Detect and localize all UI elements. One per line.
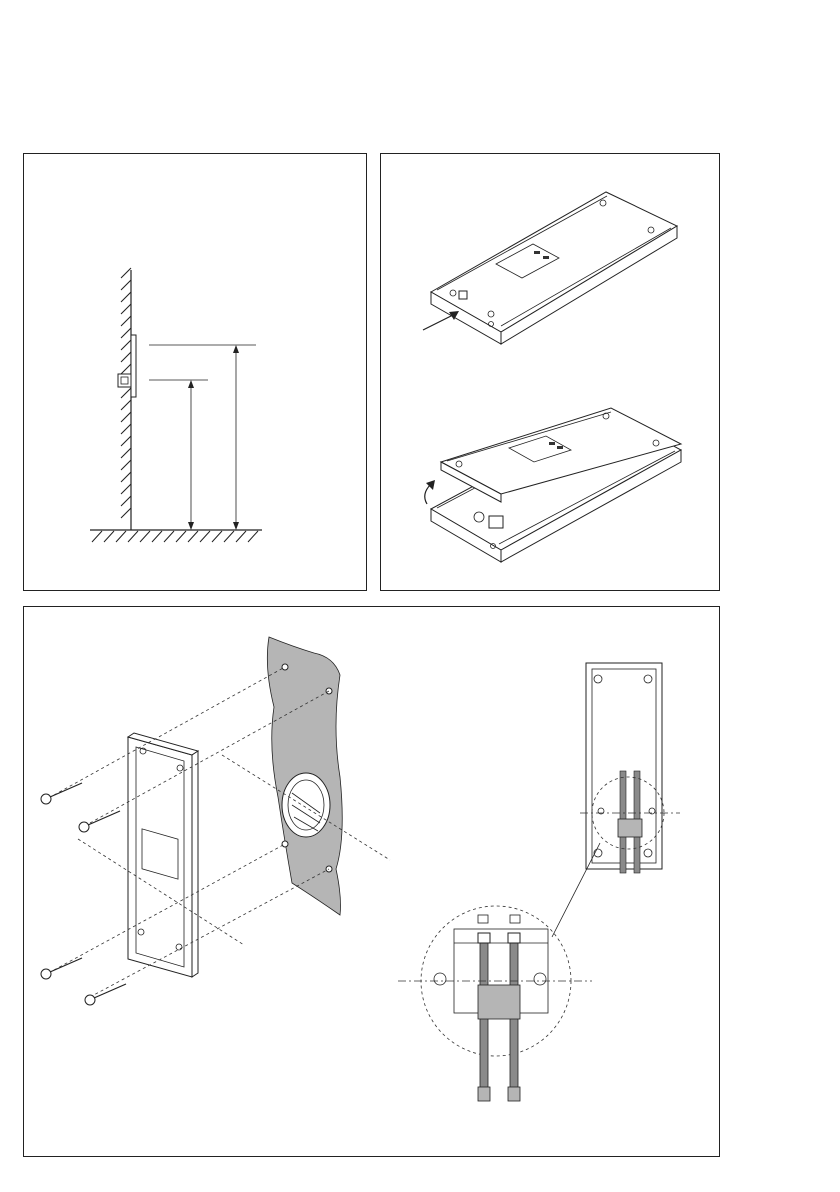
push-arrow-icon bbox=[423, 311, 459, 330]
screw-icon bbox=[41, 783, 82, 804]
screw-icon bbox=[79, 811, 120, 832]
device-profile bbox=[131, 335, 136, 397]
open-housing-diagram bbox=[381, 154, 721, 592]
wall-box bbox=[118, 374, 131, 387]
wall-mounting-diagram bbox=[24, 607, 721, 1158]
screw-icon bbox=[41, 958, 82, 979]
box-height-dimension-arrow bbox=[188, 380, 194, 530]
screw-icon bbox=[85, 984, 126, 1005]
device-height-dimension-arrow bbox=[233, 345, 239, 530]
magnified-detail bbox=[421, 906, 571, 1101]
height-diagram bbox=[24, 154, 368, 592]
height-diagram-panel bbox=[23, 153, 367, 591]
wall-mounting-panel bbox=[23, 606, 720, 1157]
mounting-plate bbox=[128, 733, 198, 977]
floor-hatching bbox=[92, 531, 258, 542]
flush-box bbox=[282, 773, 330, 837]
terminal-block bbox=[489, 516, 503, 528]
opened-unit-step-2 bbox=[431, 408, 681, 562]
lift-arrow-icon bbox=[425, 480, 435, 504]
open-housing-panel bbox=[380, 153, 720, 591]
release-latch bbox=[459, 291, 467, 299]
closed-unit-step-1 bbox=[431, 192, 677, 344]
callout-leader-line bbox=[552, 843, 600, 937]
wall-hatching bbox=[121, 268, 131, 518]
